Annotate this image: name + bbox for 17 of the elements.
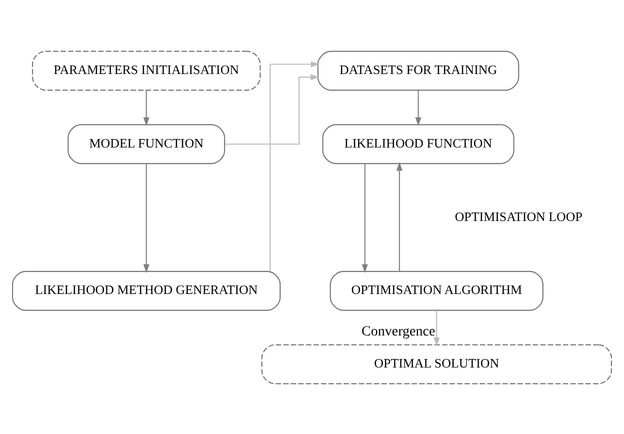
edge-label: Convergence [361,324,436,340]
node-box: OPTIMAL SOLUTION [261,344,612,384]
arrow [143,90,150,126]
arrow [434,310,440,346]
node-box: MODEL FUNCTION [68,124,226,164]
node-box: LIKELIHOOD METHOD GENERATION [12,270,281,310]
arrow [270,60,320,271]
label: OPTIMISATION LOOP [454,208,582,224]
arrow [224,74,320,144]
arrow [396,162,402,271]
node-box: LIKELIHOOD FUNCTION [322,124,514,164]
node-box: PARAMETERS INITIALISATION [32,50,261,90]
arrow [362,163,368,272]
arrow [415,90,422,126]
node-box: DATASETS FOR TRAINING [317,50,520,90]
arrow [143,163,150,272]
node-box: OPTIMISATION ALGORITHM [330,270,544,310]
